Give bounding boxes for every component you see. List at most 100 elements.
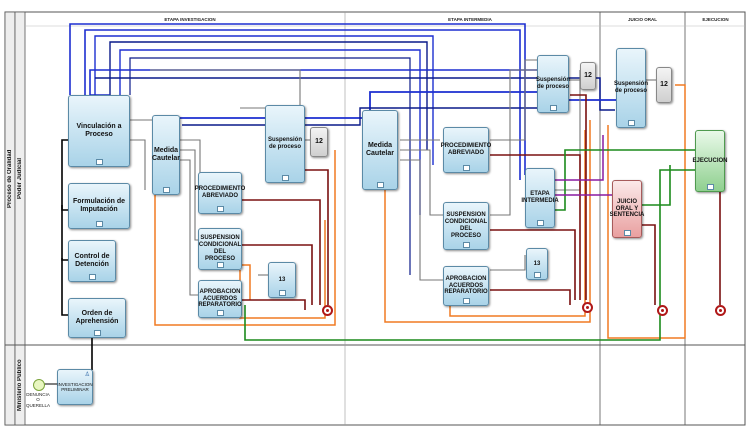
task-suspension-proceso-3[interactable]: Suspensión de proceso bbox=[614, 48, 648, 128]
task-juicio-oral-sentencia[interactable]: JUICIO ORAL Y SENTENCIA bbox=[610, 180, 644, 238]
task-orden[interactable]: Orden de Aprehensión bbox=[68, 298, 126, 338]
task-counter-13-a[interactable]: 13 bbox=[268, 262, 296, 298]
connector bbox=[240, 199, 321, 305]
task-suspension-proceso-1[interactable]: Suspensión de proceso bbox=[265, 105, 305, 183]
task-label: SUSPENSION CONDICIONAL DEL PROCESO bbox=[444, 212, 488, 239]
connector bbox=[400, 149, 445, 216]
phase-header-juicio: JUICIO ORAL bbox=[627, 17, 657, 22]
task-label: APROBACION ACUERDOS REPARATORIO bbox=[198, 288, 242, 309]
task-vinculacion[interactable]: Vinculación a Proceso bbox=[68, 95, 130, 167]
task-investigacion-preliminar[interactable]: INVESTIGACION PRELIMINAR♙ bbox=[57, 369, 93, 405]
connector bbox=[490, 289, 571, 305]
task-control[interactable]: Control de Detención bbox=[68, 240, 116, 282]
connector bbox=[119, 49, 421, 215]
subprocess-marker bbox=[537, 220, 544, 226]
connector bbox=[94, 35, 434, 165]
connector bbox=[61, 258, 68, 316]
task-procedimiento-abreviado-1[interactable]: PROCEDIMIENTO ABREVIADO bbox=[195, 172, 245, 214]
end-event-juicio bbox=[657, 305, 668, 316]
lane-label-ministerio-publico: Ministerio Público bbox=[17, 359, 23, 411]
connector bbox=[129, 57, 411, 275]
subprocess-marker bbox=[163, 187, 170, 193]
task-label: EJECUCION bbox=[692, 157, 728, 164]
connector bbox=[180, 139, 201, 185]
connector bbox=[570, 94, 587, 300]
connector bbox=[244, 169, 695, 341]
connector bbox=[154, 150, 336, 326]
subprocess-marker bbox=[463, 298, 470, 304]
subprocess-marker bbox=[463, 242, 470, 248]
phase-header-investigacion: ETAPA INVESTIGACION bbox=[164, 17, 216, 22]
task-procedimiento-abreviado-2[interactable]: PROCEDIMIENTO ABREVIADO bbox=[440, 127, 492, 173]
subprocess-marker bbox=[377, 182, 384, 188]
pool-label: Proceso de Oralidad bbox=[7, 149, 13, 208]
phase-header-ejecucion: EJECUCION bbox=[702, 17, 729, 22]
task-label: Control de Detención bbox=[74, 252, 110, 268]
end-event-intermedia bbox=[582, 302, 593, 313]
subprocess-marker bbox=[96, 159, 103, 165]
task-label: PROCEDIMIENTO ABREVIADO bbox=[440, 143, 492, 156]
connector bbox=[180, 159, 200, 296]
task-label: ETAPA INTERMEDIA bbox=[521, 191, 559, 204]
user-icon: ♙ bbox=[84, 372, 90, 378]
task-suspension-proceso-2[interactable]: Suspensión de proceso bbox=[536, 55, 571, 113]
counter-label: 12 bbox=[660, 80, 668, 88]
task-suspension-condicional-1[interactable]: SUSPENSION CONDICIONAL DEL PROCESO bbox=[198, 228, 242, 270]
connector bbox=[490, 229, 576, 300]
task-medida-cautelar-2[interactable]: Medida Cautelar bbox=[362, 110, 398, 190]
counter-label: 12 bbox=[584, 71, 592, 79]
start-event-label: DENUNCIA O QUERELLA bbox=[25, 392, 50, 408]
counter-label: 12 bbox=[315, 137, 323, 145]
task-aprobacion-acuerdos-2[interactable]: APROBACION ACUERDOS REPARATORIO bbox=[443, 266, 489, 306]
task-formulacion[interactable]: Formulación de Imputación bbox=[68, 183, 130, 229]
task-ejecucion[interactable]: EJECUCION bbox=[692, 130, 728, 192]
lane-label-poder-judicial: Poder Judicial bbox=[17, 158, 23, 200]
connector bbox=[305, 169, 329, 305]
subprocess-marker bbox=[282, 175, 289, 181]
task-label: PROCEDIMIENTO ABREVIADO bbox=[194, 186, 246, 199]
connector bbox=[182, 107, 540, 126]
connector bbox=[607, 84, 686, 339]
subprocess-marker bbox=[94, 330, 101, 336]
task-label: Medida Cautelar bbox=[152, 146, 181, 162]
connector bbox=[130, 139, 146, 190]
task-aprobacion-acuerdos-1[interactable]: APROBACION ACUERDOS REPARATORIO bbox=[198, 280, 242, 318]
subprocess-marker bbox=[89, 274, 96, 280]
subprocess-marker bbox=[628, 120, 635, 126]
connector bbox=[95, 77, 615, 111]
connector bbox=[640, 165, 671, 206]
task-medida-cautelar-1[interactable]: Medida Cautelar bbox=[152, 115, 180, 195]
subprocess-marker bbox=[624, 230, 631, 236]
counter-label: 13 bbox=[278, 276, 286, 283]
subprocess-marker bbox=[707, 184, 714, 190]
connector bbox=[240, 299, 306, 310]
phase-header-intermedia: ETAPA INTERMEDIA bbox=[448, 17, 492, 22]
connector bbox=[180, 149, 200, 241]
connector bbox=[490, 154, 581, 300]
subprocess-marker bbox=[217, 206, 224, 212]
connector bbox=[640, 224, 656, 305]
task-label: Vinculación a Proceso bbox=[76, 122, 122, 138]
counter-label: 13 bbox=[533, 260, 541, 267]
counter-12-b: 12 bbox=[580, 62, 596, 90]
connector bbox=[84, 29, 521, 180]
task-label: APROBACION ACUERDOS REPARATORIO bbox=[444, 275, 488, 296]
connector bbox=[490, 59, 540, 141]
subprocess-marker bbox=[217, 262, 224, 268]
connector bbox=[109, 41, 428, 150]
counter-12-c: 12 bbox=[656, 67, 672, 103]
task-label: Medida Cautelar bbox=[365, 141, 394, 157]
task-etapa-intermedia[interactable]: ETAPA INTERMEDIA bbox=[521, 168, 559, 228]
task-label: Orden de Aprehensión bbox=[75, 309, 119, 325]
task-suspension-condicional-2[interactable]: SUSPENSION CONDICIONAL DEL PROCESO bbox=[443, 202, 489, 250]
task-counter-13-b[interactable]: 13 bbox=[526, 248, 548, 280]
connector bbox=[490, 255, 526, 271]
connector bbox=[240, 244, 313, 305]
subprocess-marker bbox=[217, 310, 224, 316]
connector bbox=[555, 135, 604, 181]
task-label: Suspensión de proceso bbox=[536, 77, 571, 90]
task-label: SUSPENSION CONDICIONAL DEL PROCESO bbox=[198, 235, 242, 262]
task-label: Suspensión de proceso bbox=[268, 137, 303, 150]
start-event bbox=[33, 379, 45, 391]
connector bbox=[400, 159, 445, 281]
